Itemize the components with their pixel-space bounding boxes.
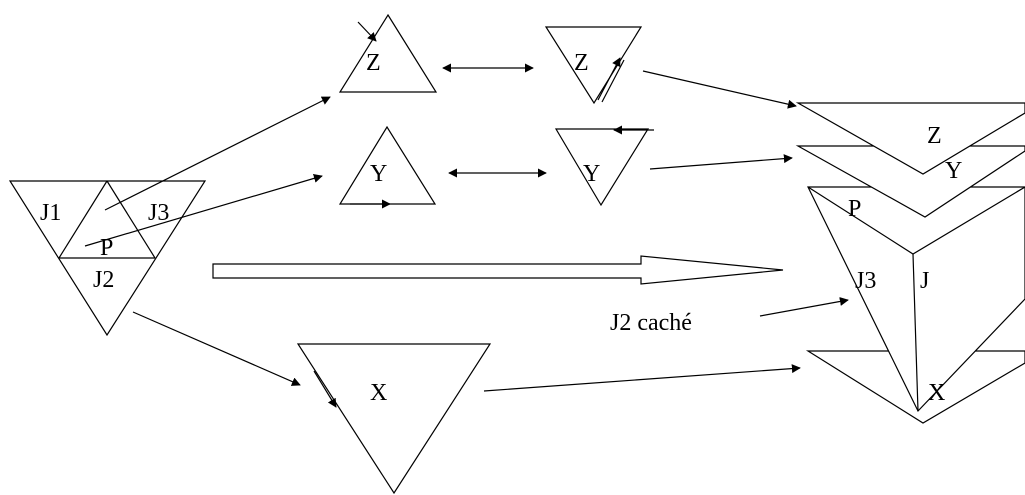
y-inverted-triangle-group: Y — [554, 125, 654, 207]
hidden-face-note: J2 caché — [610, 310, 692, 336]
z-upright-triangle-group: Z — [338, 13, 438, 93]
x-label: X — [370, 380, 387, 406]
assembled-label-p: P — [848, 196, 861, 222]
net-label-j3: J3 — [148, 200, 169, 226]
x-inverted-triangle-group: X — [296, 343, 492, 495]
y-upright-label: Y — [370, 161, 387, 187]
assembled-z-layer — [795, 102, 1025, 175]
z-upright-triangle — [338, 13, 438, 93]
z-inverted-label: Z — [574, 50, 589, 76]
net-triangle-group: J1 J3 P J2 — [8, 180, 207, 337]
arrow-net-to-y — [84, 173, 323, 247]
x-inverted-triangle — [296, 343, 492, 495]
y-inverted-label: Y — [583, 161, 600, 187]
net-inner-line-right — [106, 180, 156, 259]
net-label-j1: J1 — [40, 200, 61, 226]
z-inverted-rotation-arrow-double — [601, 59, 625, 103]
arrow-net-to-x — [132, 311, 301, 386]
assembled-label-y: Y — [945, 158, 962, 184]
arrow-y-to-assembled — [649, 154, 793, 170]
y-upright-triangle-group: Y — [338, 125, 437, 209]
assembled-label-j3: J3 — [855, 268, 876, 294]
y-inverted-triangle — [554, 128, 650, 207]
assembled-label-x: X — [928, 380, 945, 406]
arrow-x-to-assembled — [483, 364, 801, 392]
arrow-net-to-z — [104, 96, 331, 211]
arrow-note-to-assembled — [759, 297, 849, 317]
z-inverted-triangle — [544, 26, 643, 105]
net-label-j2: J2 — [93, 267, 114, 293]
y-upright-triangle — [338, 125, 437, 205]
net-inner-line-left — [58, 180, 108, 259]
assembled-label-j: J — [920, 268, 929, 294]
arrow-z-to-assembled — [642, 70, 797, 109]
z-inverted-triangle-group: Z — [544, 26, 643, 105]
net-label-p: P — [100, 235, 113, 261]
big-hollow-arrow — [212, 255, 784, 285]
assembled-center-edge — [912, 253, 919, 412]
assembled-tetrahedron-group: Z Y P J3 J X — [795, 102, 1025, 424]
z-upright-rotation-arrow — [357, 21, 377, 42]
x-rotation-arrow — [313, 370, 337, 408]
z-inverted-rotation-arrow — [597, 57, 621, 101]
assembled-label-z: Z — [927, 123, 942, 149]
z-upright-label: Z — [366, 50, 381, 76]
